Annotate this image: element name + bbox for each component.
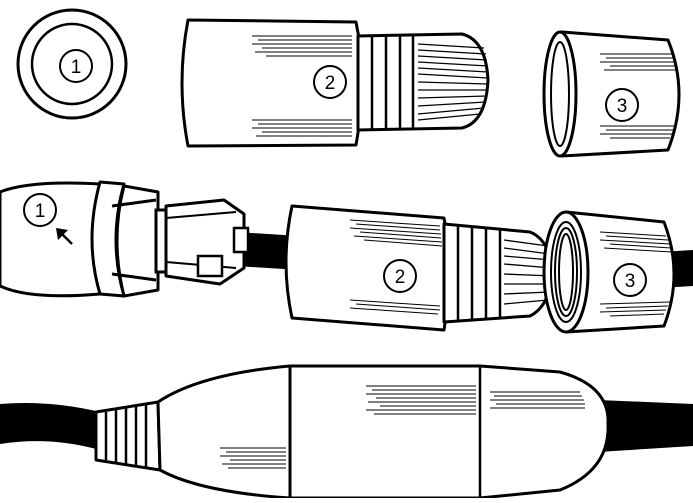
callout-2-mid-label: 2 (395, 267, 406, 288)
rj45-plug (166, 200, 248, 284)
callout-3-mid-label: 3 (625, 271, 636, 292)
callout-1-top-label: 1 (71, 57, 82, 78)
end-cap-mid (544, 212, 674, 332)
callout-2-top: 2 (314, 66, 346, 98)
callout-3-mid: 3 (614, 264, 646, 296)
cable-right-bottom (598, 400, 693, 452)
row-3-assembled (0, 366, 693, 498)
cable-left-bottom (0, 403, 100, 450)
callout-2-mid: 2 (384, 260, 416, 292)
connector-body-mid (286, 206, 552, 330)
callout-1-mid-label: 1 (35, 201, 46, 222)
camera-housing-mid (0, 182, 168, 296)
row-2-assembly: 1 2 3 (0, 182, 693, 332)
strain-relief-bottom (96, 402, 160, 470)
row-1-parts: 1 2 3 (18, 10, 679, 156)
assembled-housing (158, 366, 608, 498)
callout-3-top-label: 3 (617, 96, 628, 117)
callout-3-top: 3 (606, 89, 638, 121)
callout-2-top-label: 2 (325, 73, 336, 94)
callout-1-top: 1 (60, 50, 92, 82)
